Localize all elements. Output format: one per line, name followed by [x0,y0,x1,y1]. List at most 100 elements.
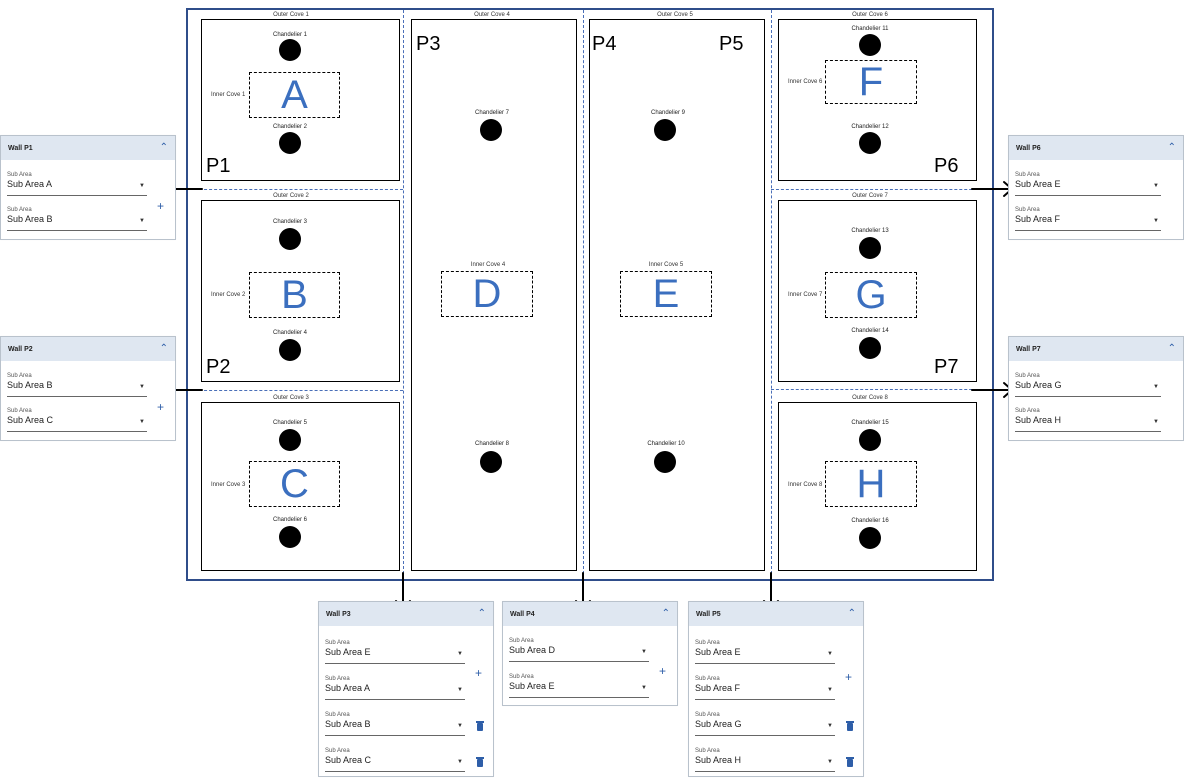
field-value: Sub Area B [7,380,53,390]
inner-cove-label: Inner Cove 3 [211,482,246,488]
field-value: Sub Area E [695,647,741,657]
field-value: Sub Area G [695,719,742,729]
sub-area-select[interactable]: Sub Area Sub Area B ▼ [325,712,465,736]
sub-area-select[interactable]: Sub Area Sub Area E ▼ [695,640,835,664]
chevron-up-icon[interactable]: ⌃ [159,142,168,153]
trash-icon[interactable] [476,721,484,731]
panel-header[interactable]: Wall P2 ⌃ [1,337,175,361]
field-label: Sub Area [325,676,350,682]
inner-cove-label: Inner Cove 4 [470,262,506,268]
chandelier-label: Chandelier 13 [851,228,889,234]
sub-area-select[interactable]: Sub Area Sub Area G ▼ [695,712,835,736]
inner-cove-box: E [620,271,712,317]
outer-cove-label: Outer Cove 5 [657,12,693,18]
chevron-up-icon[interactable]: ⌃ [1167,142,1176,153]
outer-cove-label: Outer Cove 1 [273,12,309,18]
field-label: Sub Area [1015,408,1040,414]
field-label: Sub Area [1015,172,1040,178]
field-value: Sub Area E [325,647,371,657]
outer-cove-label: Outer Cove 8 [852,395,888,401]
chandelier-label: Chandelier 15 [851,420,889,426]
panel-header[interactable]: Wall P3 ⌃ [319,602,493,626]
panel-header[interactable]: Wall P5 ⌃ [689,602,863,626]
area-letter: B [281,273,308,317]
panel-title: Wall P2 [8,345,33,353]
area-letter: A [281,73,308,117]
chandelier-marker [859,132,881,154]
inner-cove-label: Inner Cove 7 [788,292,823,298]
plus-icon[interactable]: + [157,400,165,414]
sub-area-select[interactable]: Sub Area Sub Area F ▼ [695,676,835,700]
field-value: Sub Area B [7,214,53,224]
trash-icon[interactable] [846,721,854,731]
chandelier-label: Chandelier 9 [650,110,686,116]
caret-down-icon: ▼ [641,649,647,655]
plus-icon[interactable]: + [659,664,667,678]
chandelier-label: Chandelier 11 [851,26,889,32]
panel-title: Wall P7 [1016,345,1041,353]
sub-area-select[interactable]: Sub Area Sub Area A ▼ [325,676,465,700]
chevron-up-icon[interactable]: ⌃ [847,608,856,619]
panel-header[interactable]: Wall P1 ⌃ [1,136,175,160]
panel-header[interactable]: Wall P7 ⌃ [1009,337,1183,361]
chandelier-marker [279,228,301,250]
sub-area-select[interactable]: Sub Area Sub Area F ▼ [1015,207,1161,231]
panel-header[interactable]: Wall P6 ⌃ [1009,136,1183,160]
wall-panel-p6: Wall P6 ⌃ Sub Area Sub Area E ▼ Sub Area… [1008,135,1184,240]
plus-icon[interactable]: + [475,666,483,680]
field-label: Sub Area [509,638,534,644]
inner-cove-label: Inner Cove 1 [211,92,246,98]
chevron-up-icon[interactable]: ⌃ [1167,343,1176,354]
field-value: Sub Area F [1015,214,1061,224]
caret-down-icon: ▼ [139,183,145,189]
trash-icon[interactable] [476,757,484,767]
sub-area-select[interactable]: Sub Area Sub Area G ▼ [1015,373,1161,397]
sub-area-select[interactable]: Sub Area Sub Area C ▼ [325,748,465,772]
sub-area-select[interactable]: Sub Area Sub Area B ▼ [7,373,147,397]
field-label: Sub Area [7,373,32,379]
chandelier-label: Chandelier 10 [647,441,685,447]
chevron-up-icon[interactable]: ⌃ [477,608,486,619]
chandelier-marker [279,39,301,61]
caret-down-icon: ▼ [1153,218,1159,224]
panel-title: Wall P4 [510,610,535,618]
wall-panel-p4: Wall P4 ⌃ Sub Area Sub Area D ▼ + Sub Ar… [502,601,678,706]
caret-down-icon: ▼ [457,759,463,765]
panel-title: Wall P6 [1016,144,1041,152]
field-label: Sub Area [695,676,720,682]
inner-cove-label: Inner Cove 6 [788,79,823,85]
plus-icon[interactable]: + [157,199,165,213]
plus-icon[interactable]: + [845,670,853,684]
partition-label: P7 [934,356,959,378]
wall-panel-p1: Wall P1 ⌃ Sub Area Sub Area A ▼ + Sub Ar… [0,135,176,240]
sub-area-select[interactable]: Sub Area Sub Area H ▼ [695,748,835,772]
sub-area-select[interactable]: Sub Area Sub Area E ▼ [325,640,465,664]
sub-area-select[interactable]: Sub Area Sub Area H ▼ [1015,408,1161,432]
chevron-up-icon[interactable]: ⌃ [159,343,168,354]
area-letter: H [856,462,886,506]
trash-icon[interactable] [846,757,854,767]
chevron-up-icon[interactable]: ⌃ [661,608,670,619]
sub-area-select[interactable]: Sub Area Sub Area B ▼ [7,207,147,231]
outer-cove-label: Outer Cove 4 [474,12,510,18]
sub-area-select[interactable]: Sub Area Sub Area E ▼ [1015,172,1161,196]
field-value: Sub Area A [325,683,371,693]
inner-cove-box: A [249,72,340,118]
inner-cove-box: C [249,461,340,507]
chandelier-label: Chandelier 14 [851,328,889,334]
field-label: Sub Area [509,674,534,680]
panel-header[interactable]: Wall P4 ⌃ [503,602,677,626]
partition-label: P4 [592,33,617,55]
caret-down-icon: ▼ [457,651,463,657]
wall-panel-p5: Wall P5 ⌃ Sub Area Sub Area E ▼ + Sub Ar… [688,601,864,777]
floor-plan [186,8,994,581]
field-label: Sub Area [695,640,720,646]
sub-area-select[interactable]: Sub Area Sub Area D ▼ [509,638,649,662]
sub-area-select[interactable]: Sub Area Sub Area A ▼ [7,172,147,196]
sub-area-select[interactable]: Sub Area Sub Area C ▼ [7,408,147,432]
field-value: Sub Area E [1015,179,1061,189]
field-value: Sub Area G [1015,380,1062,390]
chandelier-marker [480,451,502,473]
sub-area-select[interactable]: Sub Area Sub Area E ▼ [509,674,649,698]
outer-cove-label: Outer Cove 6 [852,12,888,18]
